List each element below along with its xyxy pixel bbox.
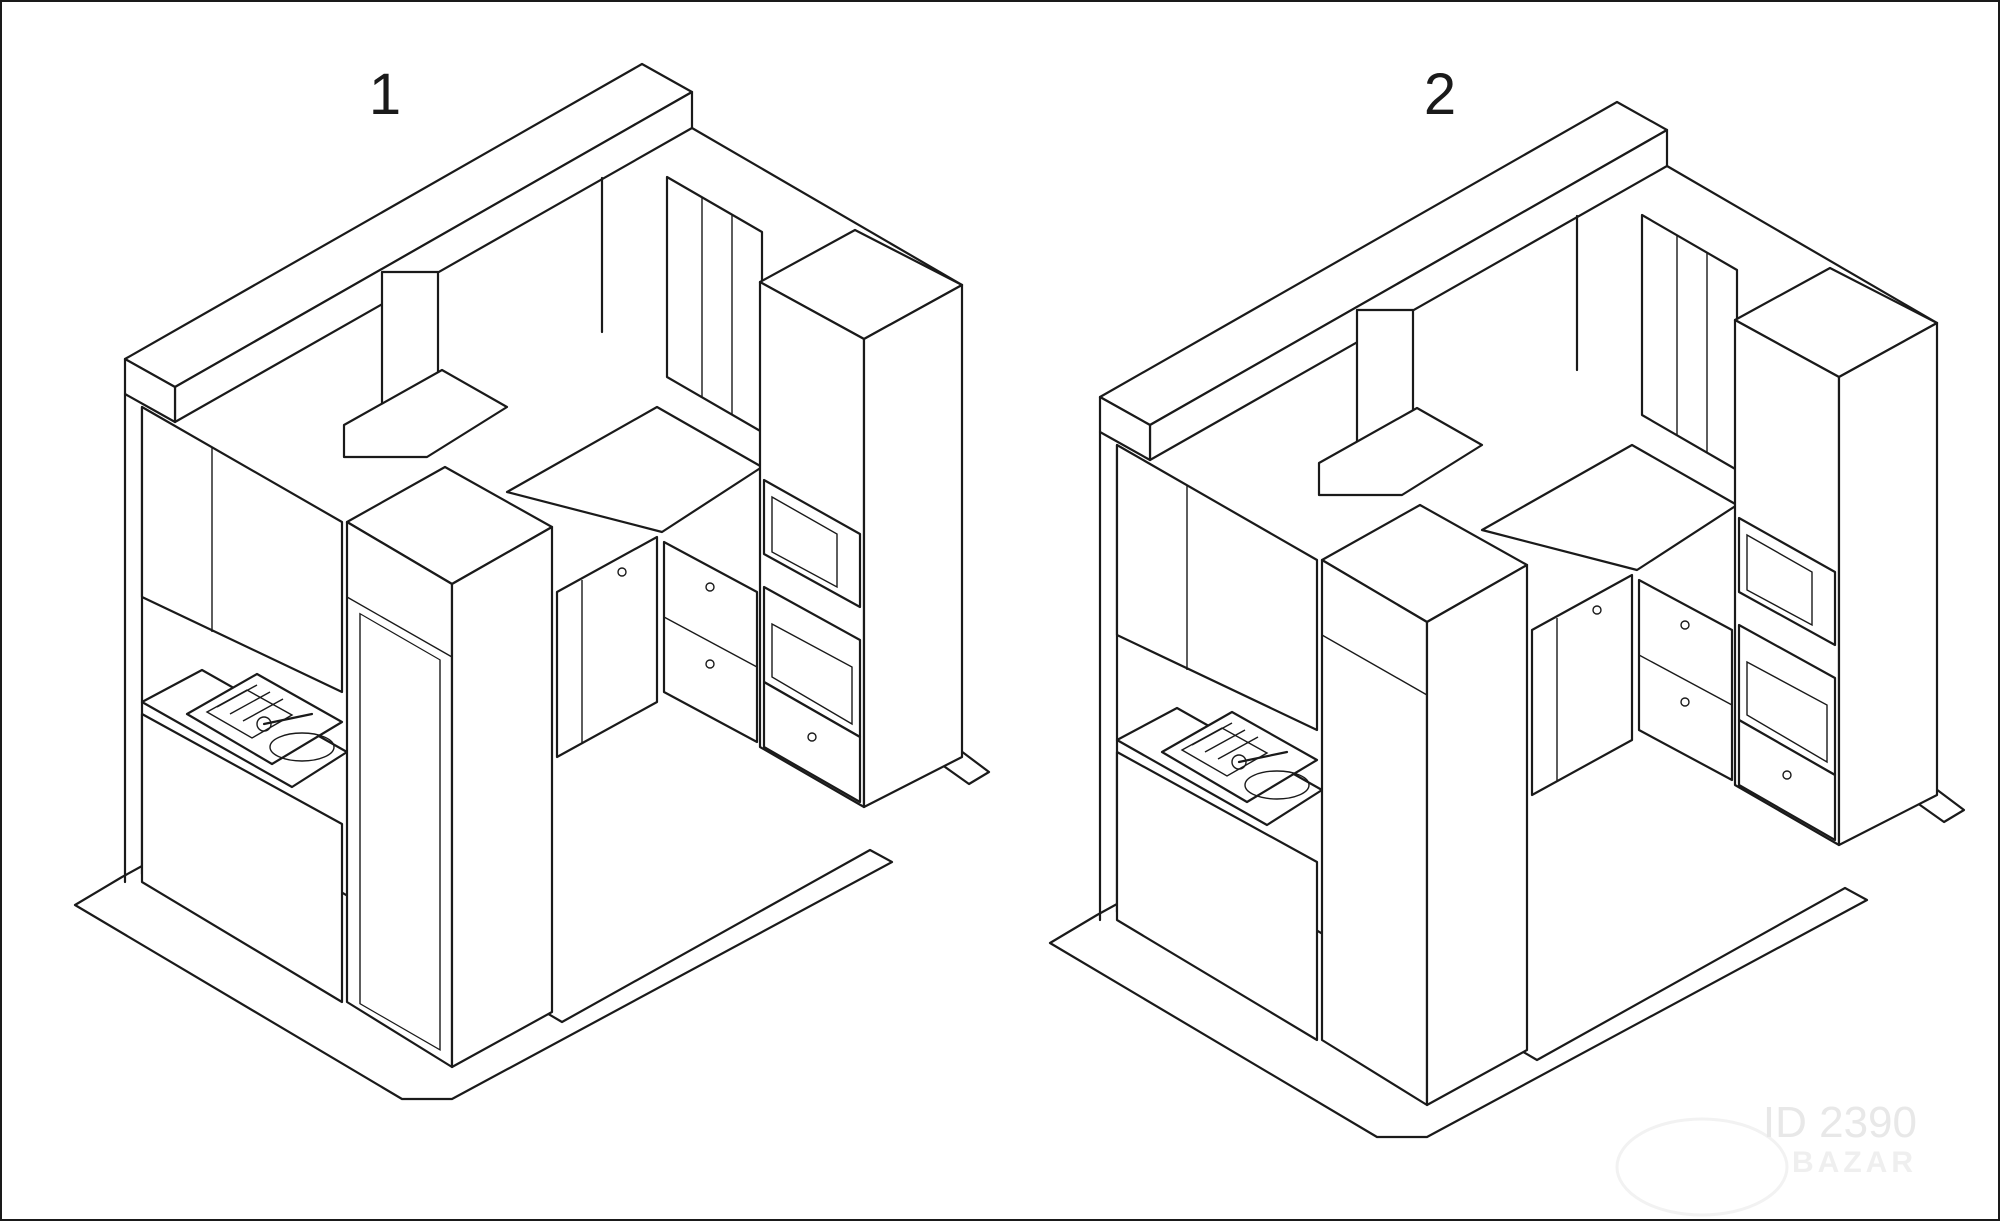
faucet-spout (262, 712, 314, 726)
sink (1160, 710, 1319, 804)
sink-bowl (1244, 770, 1310, 800)
microwave (1737, 516, 1837, 647)
hood-canopy (1317, 406, 1484, 497)
oven-column (1733, 266, 1939, 847)
upper-cabinets-back (1640, 213, 1739, 472)
drain-rib-1 (216, 684, 258, 708)
oven-drawer-knob (807, 732, 817, 742)
countertop-back (1480, 443, 1739, 572)
back-wall-edge (1665, 164, 1939, 325)
oven-door-window (771, 622, 853, 726)
drawer-split-1 (663, 616, 758, 668)
fridge-top-split (1321, 634, 1428, 696)
drain-rib-1 (1191, 722, 1233, 746)
fridge-front (345, 520, 454, 1069)
faucet-spout (1237, 750, 1289, 764)
drain-rib-3 (1217, 736, 1259, 760)
fridge-side (1425, 563, 1529, 1107)
sink-basin-rim (1160, 710, 1319, 804)
drawer-knob-2 (1680, 697, 1690, 707)
oven-drawer-knob (1782, 770, 1792, 780)
sink-basin-rim (185, 672, 344, 766)
left-upper-cabinet (140, 405, 344, 694)
watermark-swirl-icon (1615, 1117, 1789, 1217)
drain-rib-2 (1204, 729, 1246, 753)
oven-column-side (862, 283, 964, 809)
fridge-top-split (346, 596, 453, 658)
oven-door-window (1746, 660, 1828, 764)
corner-knob (1592, 605, 1602, 615)
drawer-knob-1 (1680, 620, 1690, 630)
microwave (762, 478, 862, 609)
corner-base-doors (1530, 573, 1634, 797)
corner-knob (617, 567, 627, 577)
countertop-back (505, 405, 764, 534)
upper-cabinets-back (665, 175, 764, 434)
left-base-cabinet (1115, 750, 1319, 1042)
oven-column-side (1837, 321, 1939, 847)
watermark-id: ID 2390 (1763, 1098, 1917, 1147)
back-wall-edge (690, 126, 964, 287)
fridge-column (345, 465, 554, 1069)
hood-canopy (342, 368, 509, 459)
fridge-front (1320, 558, 1429, 1107)
microwave-window (771, 495, 838, 589)
soffit-beam-side (123, 357, 177, 424)
drawer-split-1 (1638, 654, 1733, 706)
drain-rib-2 (229, 691, 271, 715)
kitchen-variant-2: 2 (1048, 62, 1966, 1139)
variant-1-label: 1 (369, 62, 401, 127)
oven-drawer (1737, 718, 1837, 842)
watermark: ID 2390 BAZAR (1615, 1098, 1917, 1217)
left-base-cabinet (140, 712, 344, 1004)
corner-base-doors (555, 535, 659, 759)
fridge-column (1320, 503, 1529, 1107)
left-upper-cabinet (1115, 443, 1319, 732)
fridge-lower-door (359, 612, 441, 1051)
oven-drawer (762, 680, 862, 804)
faucet-base (1231, 754, 1247, 770)
faucet-base (256, 716, 272, 732)
variant-2-label: 2 (1424, 62, 1456, 127)
sink-bowl (269, 732, 335, 762)
sink (185, 672, 344, 766)
fridge-side (450, 525, 554, 1069)
drawer-knob-2 (705, 659, 715, 669)
drawer-knob-1 (705, 582, 715, 592)
drain-rib-3 (242, 698, 284, 722)
soffit-beam-side (1098, 395, 1152, 462)
watermark-brand: BAZAR (1792, 1146, 1917, 1179)
oven-column (758, 228, 964, 809)
microwave-window (1746, 533, 1813, 627)
kitchen-variant-1: 1 (73, 62, 991, 1101)
